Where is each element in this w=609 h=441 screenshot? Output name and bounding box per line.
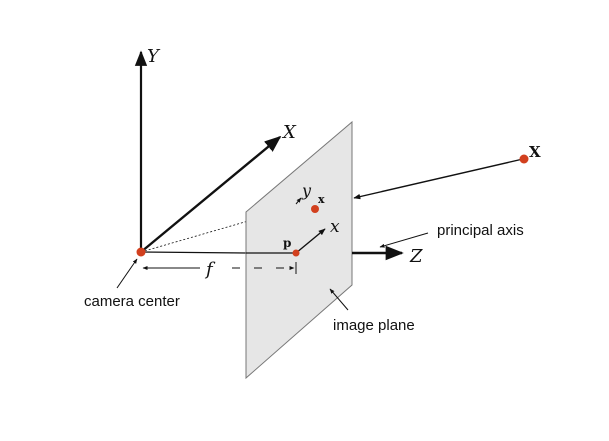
image-point (311, 205, 319, 213)
principal-point-label: p (283, 236, 291, 250)
z-axis-label: Z (409, 246, 423, 267)
y-axis-label: Y (147, 46, 161, 67)
image-y-axis-stub (295, 197, 302, 205)
focal-length-label: f (204, 259, 216, 280)
camera-center-point (136, 247, 146, 257)
image-point-label: x (318, 193, 325, 206)
x-axis-line (140, 135, 282, 253)
ray-to-image-point (140, 216, 263, 253)
ray-to-world-point (353, 158, 524, 200)
image-x-axis (295, 228, 326, 254)
image-plane-label: image plane (333, 317, 415, 334)
camera-center-label: camera center (84, 293, 180, 310)
image-plane-leader (329, 288, 349, 311)
image-x-axis-label: x (330, 217, 340, 237)
principal-axis-inside (140, 251, 247, 254)
principal-axis-label: principal axis (437, 222, 524, 239)
principal-point (292, 249, 300, 257)
world-point-label: X (529, 143, 541, 161)
principal-axis-leader (379, 232, 429, 248)
camera-center-leader (116, 258, 138, 289)
image-y-axis-label: y (301, 181, 312, 200)
x-axis-label: X (281, 122, 297, 143)
world-point (519, 154, 529, 164)
